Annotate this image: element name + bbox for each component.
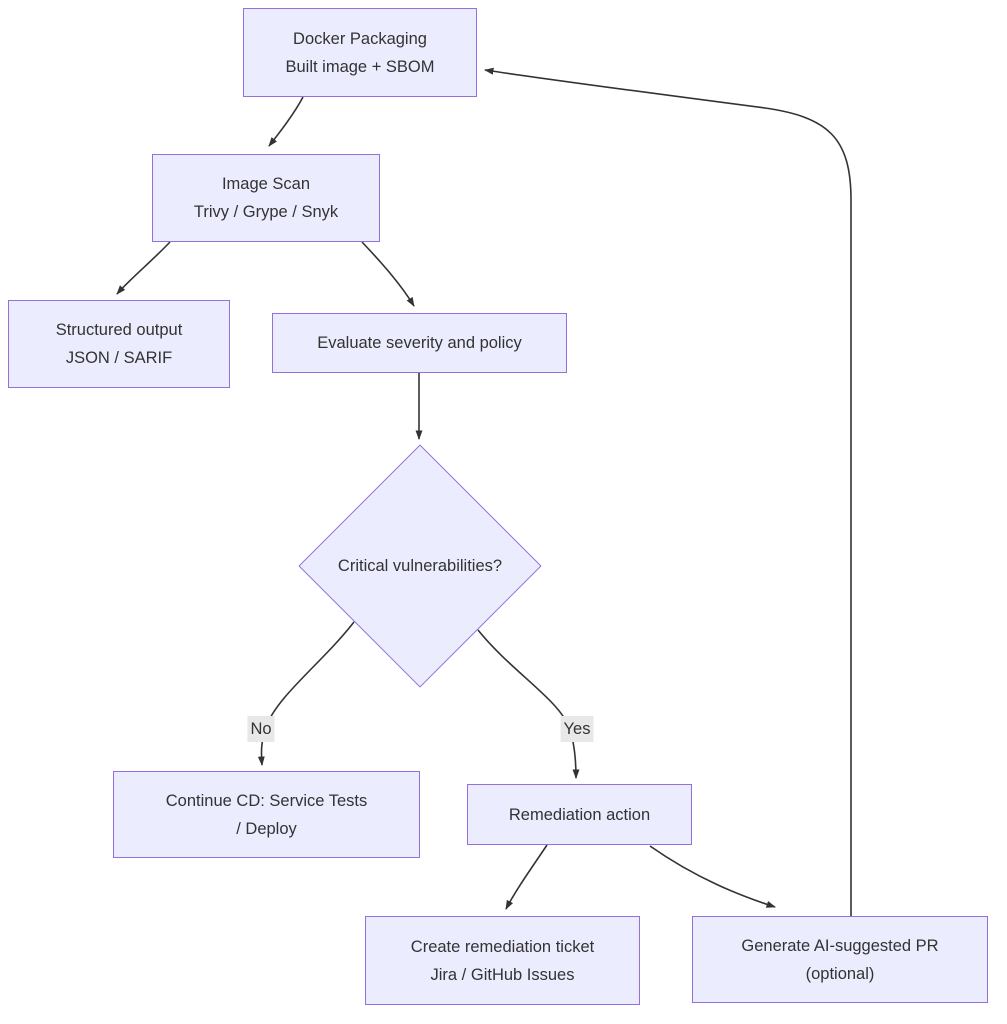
node-evaluate-severity-policy: Evaluate severity and policy (272, 313, 567, 373)
node-label-line: Create remediation ticket (410, 937, 595, 956)
edge-label-yes: Yes (560, 716, 594, 742)
node-label-line: Built image + SBOM (285, 57, 435, 76)
node-create-remediation-ticket: Create remediation ticket Jira / GitHub … (365, 916, 640, 1005)
edge-remediation-to-generatepr (649, 845, 776, 908)
node-structured-output: Structured output JSON / SARIF (8, 300, 230, 388)
node-label-line: / Deploy (236, 819, 297, 838)
node-docker-packaging: Docker Packaging Built image + SBOM (243, 8, 477, 97)
edge-imagescan-to-structuredoutput (116, 241, 171, 295)
edge-generatepr-loop-to-docker (484, 67, 852, 916)
node-label-line: Image Scan (221, 175, 311, 193)
node-image-scan: Image Scan Trivy / Grype / Snyk (152, 154, 380, 242)
node-label-line: Docker Packaging (293, 29, 427, 48)
node-label-line: JSON / SARIF (65, 349, 173, 367)
edge-remediation-to-ticket (505, 844, 548, 910)
node-label-line: Continue CD: Service Tests (165, 791, 368, 810)
node-critical-vulnerabilities: Critical vulnerabilities? (298, 444, 542, 688)
edge-imagescan-to-evaluate (361, 241, 415, 307)
node-label-line: Generate AI-suggested PR (741, 936, 939, 955)
node-label-line: Trivy / Grype / Snyk (193, 203, 339, 221)
node-remediation-action: Remediation action (467, 784, 692, 845)
node-generate-ai-pr: Generate AI-suggested PR (optional) (692, 916, 988, 1003)
edge-label-no: No (247, 716, 275, 742)
node-label-line: Critical vulnerabilities? (337, 556, 503, 575)
node-label-line: Evaluate severity and policy (317, 334, 522, 352)
edge-critical-yes-to-remediation (477, 629, 580, 779)
node-label-line: Structured output (55, 321, 183, 339)
node-label-line: Jira / GitHub Issues (430, 965, 575, 984)
node-label-line: (optional) (805, 964, 875, 983)
edge-docker-to-imagescan (268, 96, 304, 147)
node-continue-cd: Continue CD: Service Tests / Deploy (113, 771, 420, 858)
node-label-line: Remediation action (508, 805, 651, 824)
